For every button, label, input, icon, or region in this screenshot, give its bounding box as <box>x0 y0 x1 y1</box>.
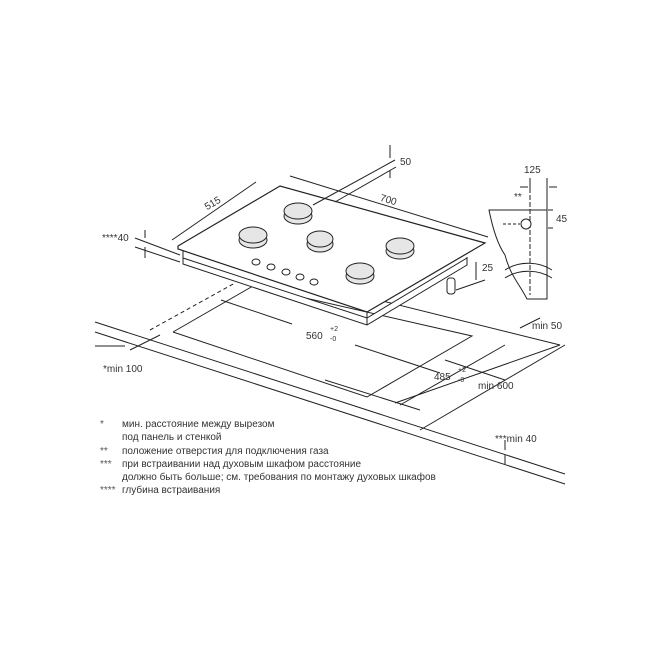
dimension-labels: 50 515 700 ****40 25 125 45 ** 560 +2 -0… <box>102 157 568 445</box>
legend-text: глубина встраивания <box>122 485 221 497</box>
legend-item: * мин. расстояние между вырезом <box>100 418 436 431</box>
dim-515: 515 <box>203 195 223 213</box>
legend-item: *** при встраивании над духовым шкафом ра… <box>100 458 436 471</box>
burners <box>238 202 415 285</box>
tol-minus: -0 <box>330 336 336 343</box>
legend-text: должно быть больше; см. требования по мо… <box>122 472 436 484</box>
dim-125: 125 <box>524 165 541 176</box>
legend-mark: **** <box>100 485 116 497</box>
dim-min-50: min 50 <box>532 321 562 332</box>
dim-560: 560 <box>306 331 323 342</box>
legend-text: при встраивании над духовым шкафом расст… <box>122 458 362 470</box>
legend-text: положение отверстия для подключения газа <box>122 445 329 457</box>
cutout-outline <box>172 285 566 431</box>
legend-text: под панель и стенкой <box>122 432 222 444</box>
dim-45: 45 <box>556 214 568 225</box>
legend-item: **** глубина встраивания <box>100 484 436 497</box>
legend-mark: *** <box>100 458 112 470</box>
side-profile <box>488 178 557 300</box>
tol-minus: -0 <box>458 377 464 384</box>
legend: * мин. расстояние между вырезом под панел… <box>100 418 436 498</box>
legend-mark: * <box>100 419 104 430</box>
dim-40: ****40 <box>102 233 129 244</box>
control-knobs <box>251 258 319 286</box>
dim-min-40: ***min 40 <box>495 434 537 445</box>
tol-plus: +2 <box>330 326 338 333</box>
legend-mark <box>100 431 122 444</box>
dim-min-100: *min 100 <box>103 364 143 375</box>
dim-25: 25 <box>482 263 494 274</box>
dim-485: 485 <box>434 372 451 383</box>
hob <box>177 185 487 326</box>
gas-mark: ** <box>514 192 522 203</box>
dim-700: 700 <box>379 193 398 208</box>
legend-mark <box>100 471 122 484</box>
dim-50: 50 <box>400 157 412 168</box>
dimension-lines <box>95 145 541 464</box>
legend-text: мин. расстояние между вырезом <box>122 419 275 430</box>
legend-mark: ** <box>100 445 108 457</box>
legend-item: ** положение отверстия для подключения га… <box>100 445 436 458</box>
legend-item: должно быть больше; см. требования по мо… <box>100 471 436 484</box>
tol-plus: +2 <box>458 367 466 374</box>
dim-min-600: min 600 <box>478 381 514 392</box>
legend-item: под панель и стенкой <box>100 431 436 444</box>
